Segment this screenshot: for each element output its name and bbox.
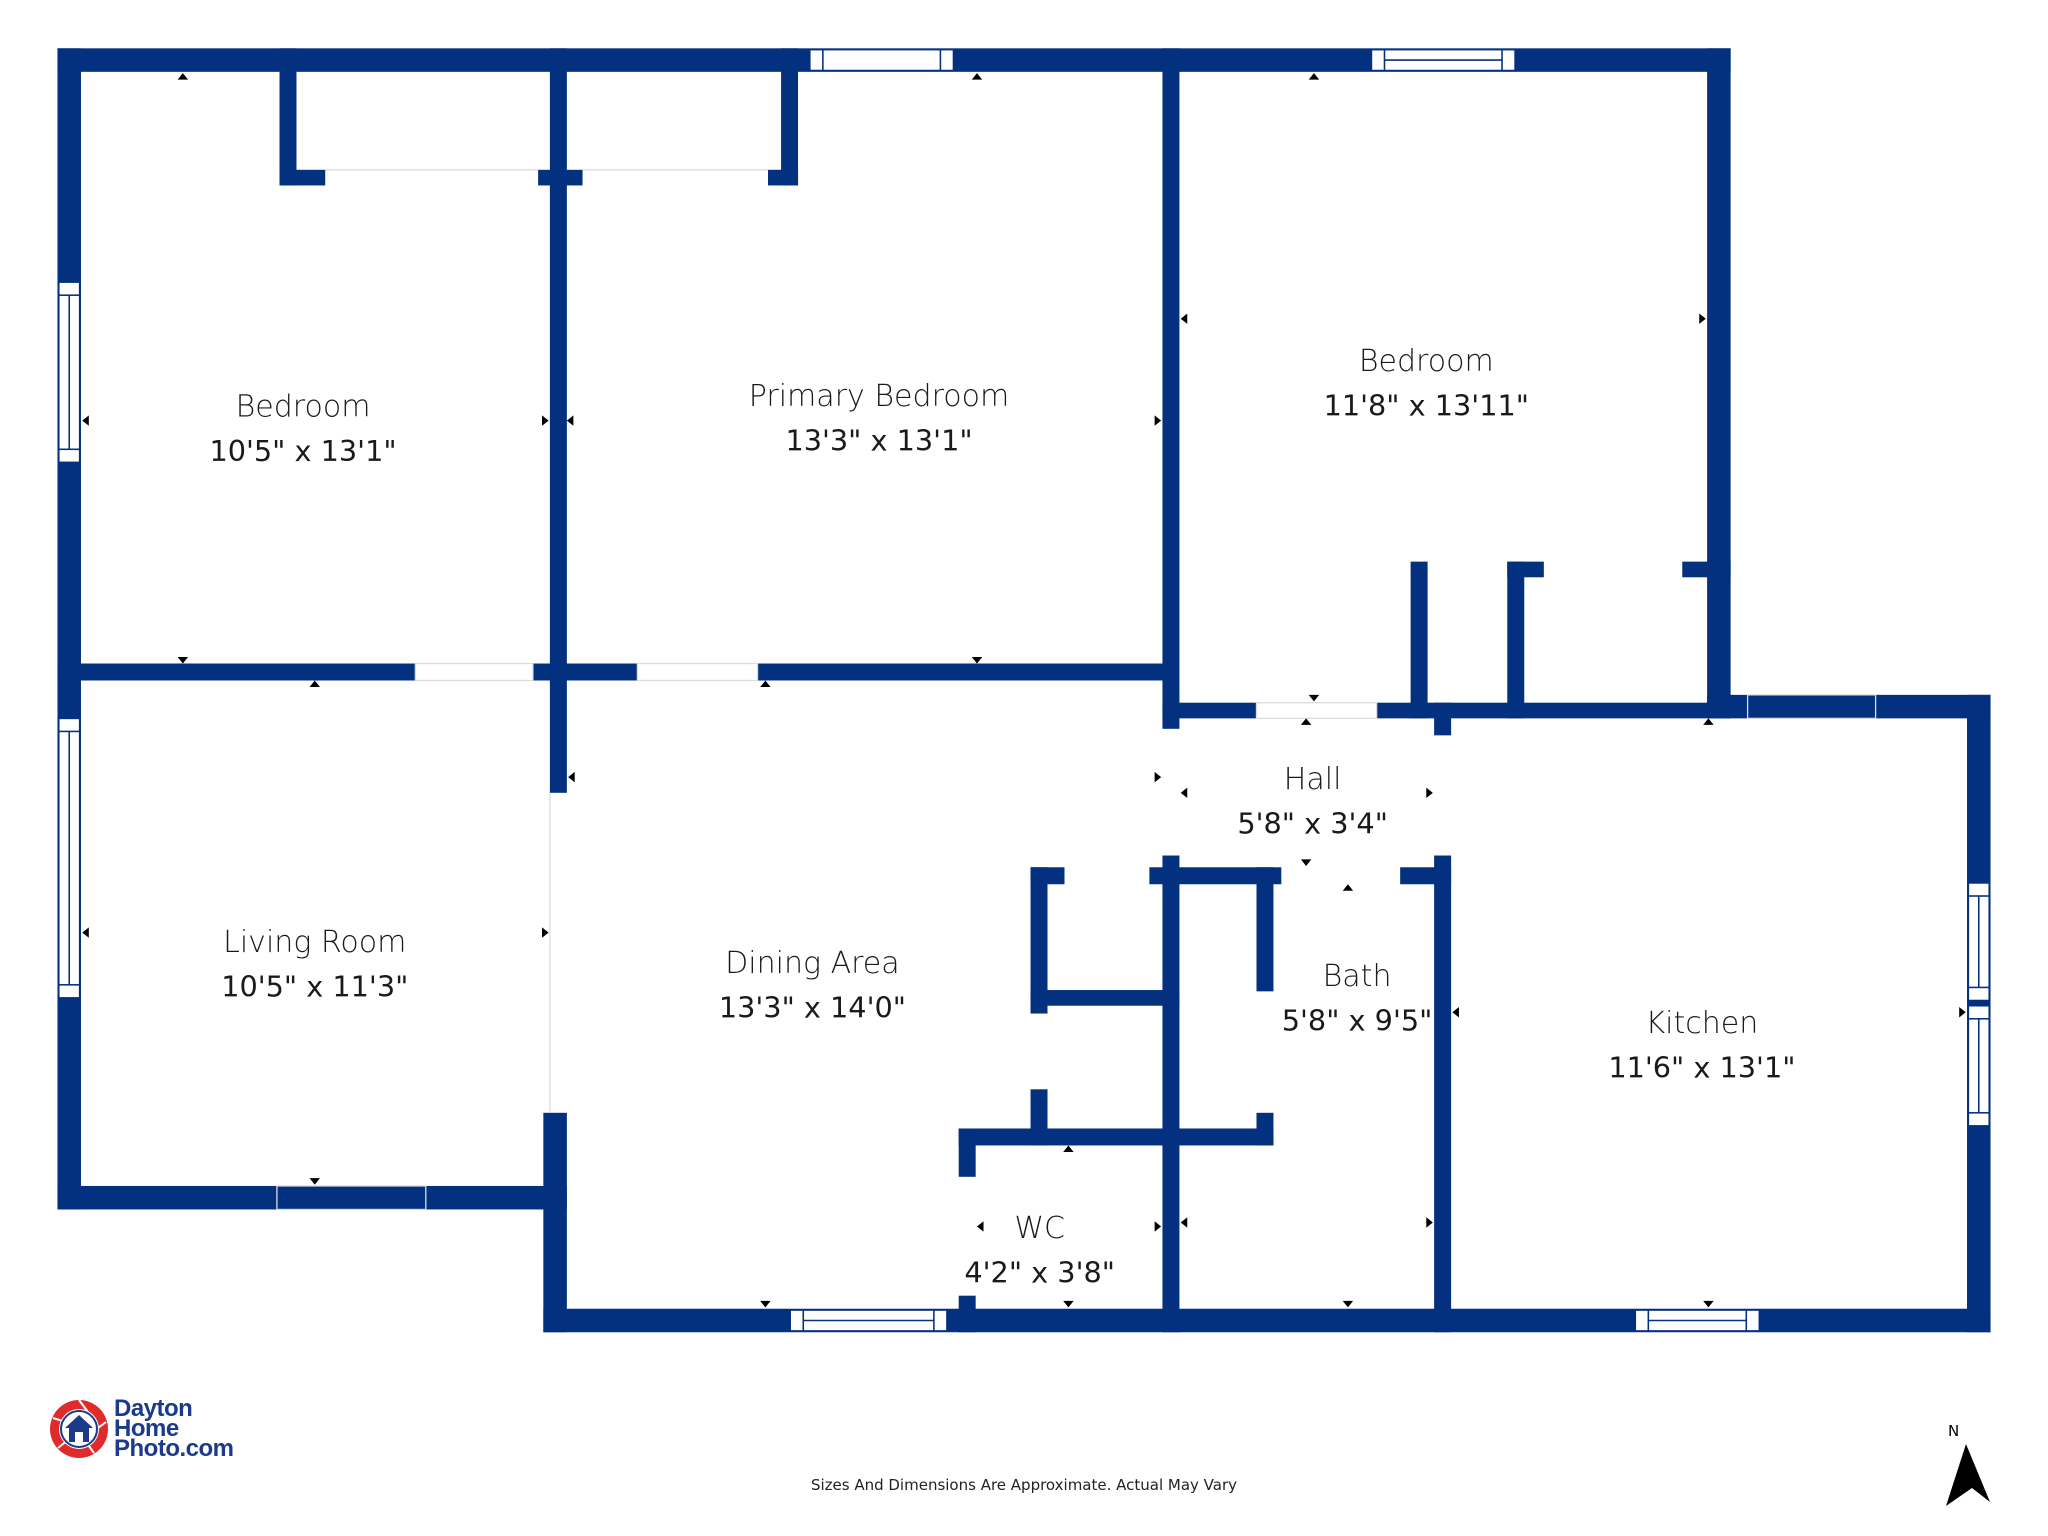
room-name: Bedroom xyxy=(236,390,371,425)
room-name: WC xyxy=(1014,1211,1065,1246)
room-dimensions: 10'5" x 13'1" xyxy=(209,434,396,468)
disclaimer-text: Sizes And Dimensions Are Approximate. Ac… xyxy=(810,1476,1238,1494)
room-dimensions: 11'8" x 13'11" xyxy=(1324,388,1529,422)
room-name: Dining Area xyxy=(725,946,900,981)
window-right-kitchen-2 xyxy=(1967,1004,1991,1127)
room-dimensions: 5'8" x 3'4" xyxy=(1237,806,1388,840)
window-left-living xyxy=(57,717,81,999)
brand-name: Dayton Home Photo.com xyxy=(114,1395,234,1462)
room-dimensions: 11'6" x 13'1" xyxy=(1608,1051,1795,1085)
room-name: Living Room xyxy=(223,925,406,960)
windows xyxy=(57,48,1991,1332)
window-right-kitchen-1 xyxy=(1967,882,1991,1002)
dimension-arrows xyxy=(82,73,1966,1308)
room-dimensions: 10'5" x 11'3" xyxy=(221,970,408,1004)
brand-logo: Dayton Home Photo.com xyxy=(48,1395,234,1462)
window-top-bedroom2 xyxy=(1370,48,1516,72)
room-dimensions: 13'3" x 14'0" xyxy=(719,990,906,1024)
brand-line-2: Home xyxy=(114,1415,179,1442)
room-name: Primary Bedroom xyxy=(749,379,1010,414)
room-name: Bath xyxy=(1323,959,1392,994)
room-dimensions: 5'8" x 9'5" xyxy=(1282,1004,1433,1038)
window-bottom-kitchen xyxy=(1634,1309,1761,1332)
room-label-kitchen: Kitchen 11'6" x 13'1" xyxy=(1608,1006,1795,1084)
brand-line-3: Photo.com xyxy=(114,1435,234,1462)
window-top-primary xyxy=(809,48,955,72)
window-left-bedroom1 xyxy=(57,281,81,464)
room-label-bedroom-2: Bedroom 11'8" x 13'11" xyxy=(1324,344,1529,422)
room-dimensions: 13'3" x 13'1" xyxy=(785,424,972,458)
room-label-wc: WC 4'2" x 3'8" xyxy=(964,1211,1115,1289)
window-bottom-dining xyxy=(789,1309,948,1332)
brand-line-1: Dayton xyxy=(114,1395,193,1422)
openings xyxy=(276,169,1877,1211)
north-label: N xyxy=(1948,1422,1960,1440)
north-arrow-icon xyxy=(1946,1444,1990,1506)
room-name: Bedroom xyxy=(1359,344,1494,379)
room-name: Hall xyxy=(1284,762,1342,797)
room-label-living-room: Living Room 10'5" x 11'3" xyxy=(221,925,408,1003)
room-name: Kitchen xyxy=(1645,1006,1758,1041)
room-label-bath: Bath 5'8" x 9'5" xyxy=(1282,959,1433,1037)
room-label-hall: Hall 5'8" x 3'4" xyxy=(1237,762,1388,840)
camera-aperture-house-icon xyxy=(50,1399,108,1458)
room-label-primary-bedroom: Primary Bedroom 13'3" x 13'1" xyxy=(749,379,1010,457)
walls xyxy=(57,48,1991,1333)
room-label-bedroom-1: Bedroom 10'5" x 13'1" xyxy=(209,390,396,468)
room-dimensions: 4'2" x 3'8" xyxy=(964,1256,1115,1290)
room-label-dining-area: Dining Area 13'3" x 14'0" xyxy=(719,946,906,1024)
